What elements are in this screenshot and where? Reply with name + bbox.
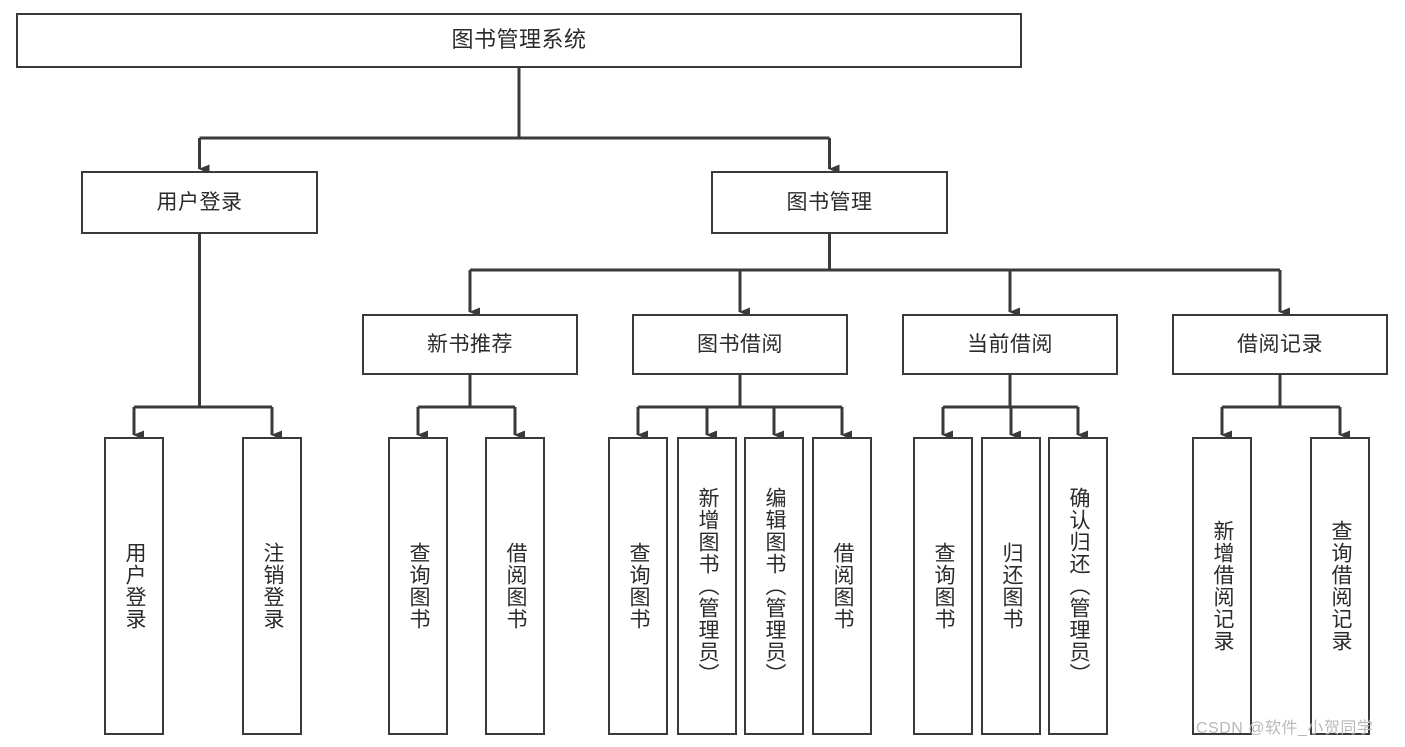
csdn-watermark: CSDN @软件_小贺同学 <box>1196 720 1374 737</box>
node-label: 归还图书 <box>999 542 1023 630</box>
node-label: 图书管理 <box>786 190 873 214</box>
node-label: 新书推荐 <box>427 332 513 356</box>
tree-connectors <box>132 68 1350 440</box>
node-leaf-new-1[interactable]: 查询图书 <box>388 437 448 735</box>
node-leaf-login-1[interactable]: 用户登录 <box>104 437 164 735</box>
node-leaf-borrow-2[interactable]: 新增图书（管理员） <box>677 437 737 735</box>
node-leaf-rec-1[interactable]: 新增借阅记录 <box>1192 437 1252 735</box>
node-label: 用户登录 <box>156 190 243 214</box>
node-newbooks[interactable]: 新书推荐 <box>362 314 578 375</box>
node-label: 确认归还（管理员） <box>1066 487 1090 685</box>
node-leaf-cur-2[interactable]: 归还图书 <box>981 437 1041 735</box>
node-label: 新增图书（管理员） <box>695 487 719 685</box>
node-label: 图书管理系统 <box>451 27 587 53</box>
node-leaf-rec-2[interactable]: 查询借阅记录 <box>1310 437 1370 735</box>
node-leaf-borrow-1[interactable]: 查询图书 <box>608 437 668 735</box>
node-label: 编辑图书（管理员） <box>762 487 786 685</box>
node-label: 用户登录 <box>122 542 146 630</box>
node-label: 查询图书 <box>931 542 955 630</box>
node-current[interactable]: 当前借阅 <box>902 314 1118 375</box>
node-label: 查询图书 <box>626 542 650 630</box>
node-leaf-cur-3[interactable]: 确认归还（管理员） <box>1048 437 1108 735</box>
node-leaf-login-2[interactable]: 注销登录 <box>242 437 302 735</box>
node-label: 查询借阅记录 <box>1328 520 1352 652</box>
node-root[interactable]: 图书管理系统 <box>16 13 1022 68</box>
node-label: 借阅图书 <box>503 542 527 630</box>
node-label: 借阅图书 <box>830 542 854 630</box>
node-label: 注销登录 <box>260 542 284 630</box>
node-label: 新增借阅记录 <box>1210 520 1234 652</box>
node-leaf-cur-1[interactable]: 查询图书 <box>913 437 973 735</box>
node-label: 借阅记录 <box>1237 332 1323 356</box>
node-bookmgmt[interactable]: 图书管理 <box>711 171 948 234</box>
node-leaf-borrow-3[interactable]: 编辑图书（管理员） <box>744 437 804 735</box>
node-leaf-new-2[interactable]: 借阅图书 <box>485 437 545 735</box>
node-label: 图书借阅 <box>697 332 783 356</box>
node-borrow[interactable]: 图书借阅 <box>632 314 848 375</box>
node-leaf-borrow-4[interactable]: 借阅图书 <box>812 437 872 735</box>
node-records[interactable]: 借阅记录 <box>1172 314 1388 375</box>
node-label: 查询图书 <box>406 542 430 630</box>
node-label: 当前借阅 <box>967 332 1053 356</box>
node-login[interactable]: 用户登录 <box>81 171 318 234</box>
